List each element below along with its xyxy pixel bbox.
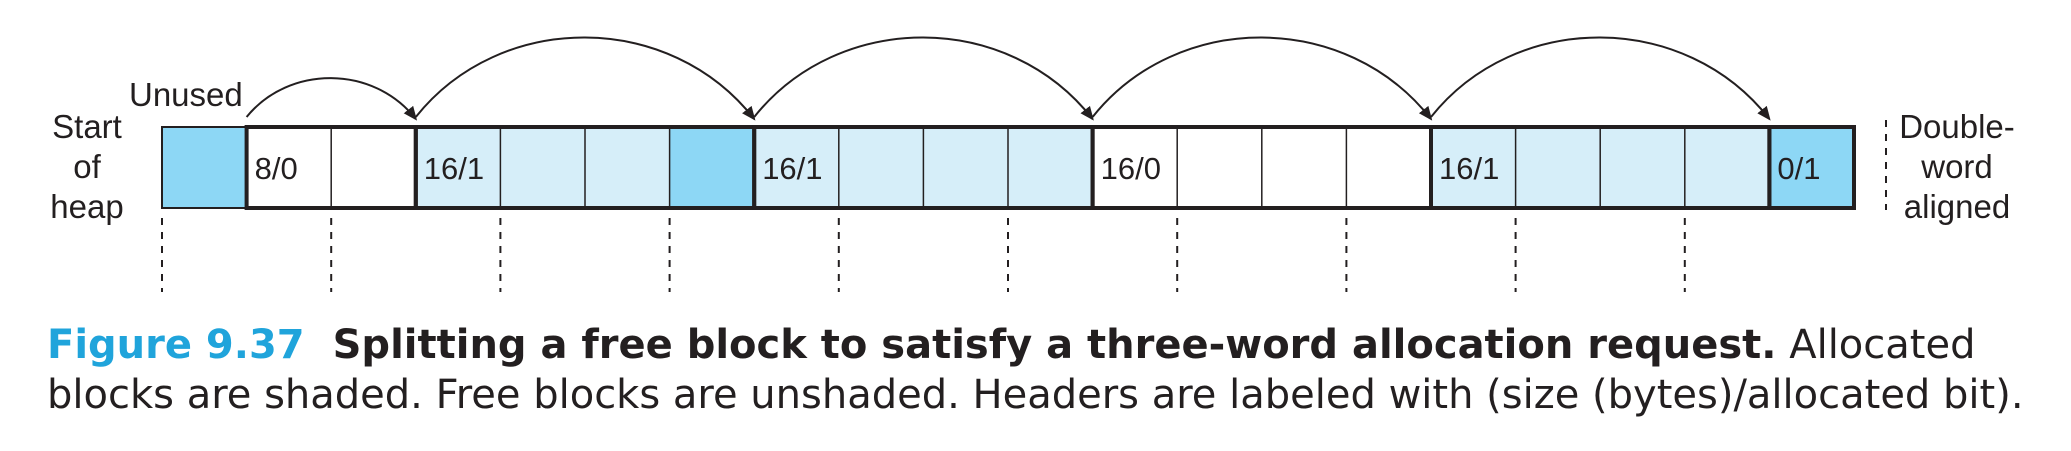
end-label-line-2: word — [1920, 148, 1993, 185]
heap-word-cell — [838, 127, 924, 208]
heap-word-cell — [1769, 127, 1854, 208]
block-outlines — [161, 125, 1857, 210]
block-arrows — [245, 36, 1771, 121]
heap-word-cell — [754, 127, 839, 208]
heap-word-cell — [331, 127, 416, 208]
next-block-arrow — [245, 77, 418, 121]
end-label-line-1: Double- — [1899, 108, 2015, 145]
next-block-arrow — [1091, 36, 1433, 121]
figure-title: Splitting a free block to satisfy a thre… — [332, 322, 1777, 368]
double-word-aligned-label: Double- word aligned — [1899, 108, 2015, 225]
figure-description: Allocated blocks are shaded. Free blocks… — [47, 322, 2024, 418]
heap-word-cell — [923, 127, 1008, 208]
heap-word-cell — [1600, 127, 1685, 208]
heap-word-cell — [1684, 127, 1770, 208]
block-header-label: 16/1 — [1439, 151, 1499, 186]
heap-word-cell — [1261, 127, 1347, 208]
heap-word-cell — [669, 127, 755, 208]
start-label-line-2: of — [73, 148, 101, 185]
heap-word-cell — [500, 127, 585, 208]
block-outline — [1767, 125, 1857, 210]
figure-number: Figure 9.37 — [47, 322, 305, 368]
heap-word-cell — [162, 127, 247, 208]
next-block-arrow — [753, 36, 1094, 121]
start-of-heap-label: Start of heap — [50, 108, 123, 225]
figure-caption: Figure 9.37 Splitting a free block to sat… — [47, 320, 2037, 420]
block-header-label: 8/0 — [255, 151, 298, 186]
heap-word-cell — [1008, 127, 1093, 208]
heap-word-cell — [1346, 127, 1431, 208]
heap-word-cell — [1431, 127, 1516, 208]
heap-word-cell — [585, 127, 670, 208]
next-block-arrow — [1430, 36, 1771, 121]
heap-word-cell — [1177, 127, 1262, 208]
block-header-label: 16/1 — [424, 151, 484, 186]
next-block-arrow — [415, 36, 756, 121]
heap-word-cell — [1515, 127, 1601, 208]
heap-word-cell — [246, 127, 332, 208]
heap-word-cell — [1092, 127, 1178, 208]
start-label-line-1: Start — [52, 108, 122, 145]
block-header-label: 16/1 — [762, 151, 822, 186]
heap-diagram: Start of heap Unused 8/0 16/1 16/1 16/0 16/1… — [50, 36, 2015, 292]
heap-words: 8/0 16/1 16/1 16/0 16/1 0/1 — [162, 127, 1854, 208]
block-header-label: 0/1 — [1777, 151, 1820, 186]
end-label-line-3: aligned — [1904, 188, 2010, 225]
start-label-line-3: heap — [50, 188, 123, 225]
double-word-markers — [161, 218, 1686, 292]
block-header-label: 16/0 — [1101, 151, 1161, 186]
heap-word-cell — [415, 127, 501, 208]
unused-label: Unused — [129, 76, 243, 113]
